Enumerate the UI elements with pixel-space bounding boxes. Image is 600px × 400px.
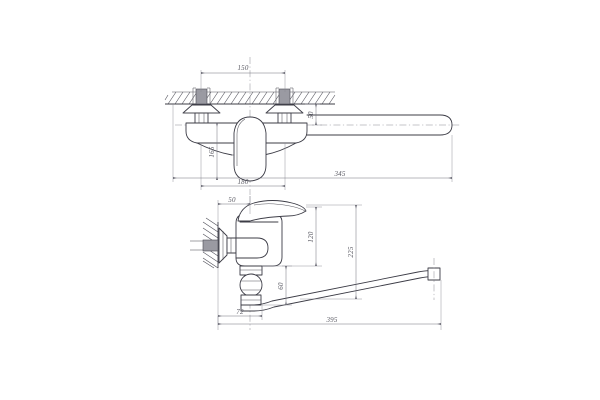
dim-120-label: 120 <box>307 231 315 242</box>
dim-395-label: 395 <box>325 316 337 324</box>
left-screw-block <box>195 88 208 105</box>
dim-395-group: 395 <box>217 280 442 330</box>
body-wing-left <box>196 142 233 156</box>
right-screw-block <box>278 88 291 105</box>
dim-72-label: 72 <box>236 308 244 316</box>
dim-345-group: 345 <box>172 104 453 182</box>
side-inlet-stub <box>202 239 219 252</box>
side-connector-nut <box>226 237 237 254</box>
left-inlet-assembly-top <box>182 87 221 124</box>
dim-165-label: 165 <box>208 146 216 157</box>
spout-lower-edge <box>240 276 434 312</box>
dim-150-group: 150 <box>200 64 286 92</box>
wall-hatch-side-view <box>190 217 219 269</box>
right-inlet-assembly-top <box>265 87 304 124</box>
spout-side-view <box>240 258 441 312</box>
outlet-assembly-side <box>239 265 263 306</box>
left-nut <box>194 112 209 124</box>
cartridge-nose <box>235 237 269 259</box>
body-wing-right <box>263 142 297 156</box>
right-nut <box>277 112 292 124</box>
side-view-group: 50 120 225 60 <box>190 196 442 330</box>
dim-225-label: 225 <box>347 246 355 257</box>
dim-72-group: 72 <box>217 268 263 325</box>
dim-180-group: 180 <box>200 143 286 190</box>
dim-60-group: 60 <box>262 265 292 306</box>
dim-180-label: 180 <box>237 178 248 186</box>
dim-50-side-label: 50 <box>228 196 236 204</box>
dim-165-group: 165 <box>208 122 219 181</box>
dim-50-top-label: 50 <box>307 111 315 119</box>
lever-handle-side-crease <box>253 203 306 212</box>
lever-handle-top <box>233 116 267 182</box>
dim-345-label: 345 <box>333 170 345 178</box>
wall-hatch-top-view <box>164 91 336 105</box>
left-escutcheon <box>182 104 221 114</box>
lever-handle-highlight <box>236 118 246 166</box>
dim-50-side-group: 50 <box>217 196 251 222</box>
dim-150-label: 150 <box>237 64 248 72</box>
outlet-upper-collar <box>239 265 263 276</box>
spout-outline-top <box>306 114 453 136</box>
spout-upper-edge <box>240 270 433 306</box>
dim-60-label: 60 <box>277 282 285 290</box>
top-view-group: 150 50 165 180 <box>164 57 460 195</box>
dim-50-top-group: 50 <box>305 103 322 126</box>
spout-top-view <box>306 114 453 136</box>
dim-225-group: 225 <box>300 204 362 300</box>
right-escutcheon <box>265 104 304 114</box>
ball-joint <box>239 273 263 297</box>
